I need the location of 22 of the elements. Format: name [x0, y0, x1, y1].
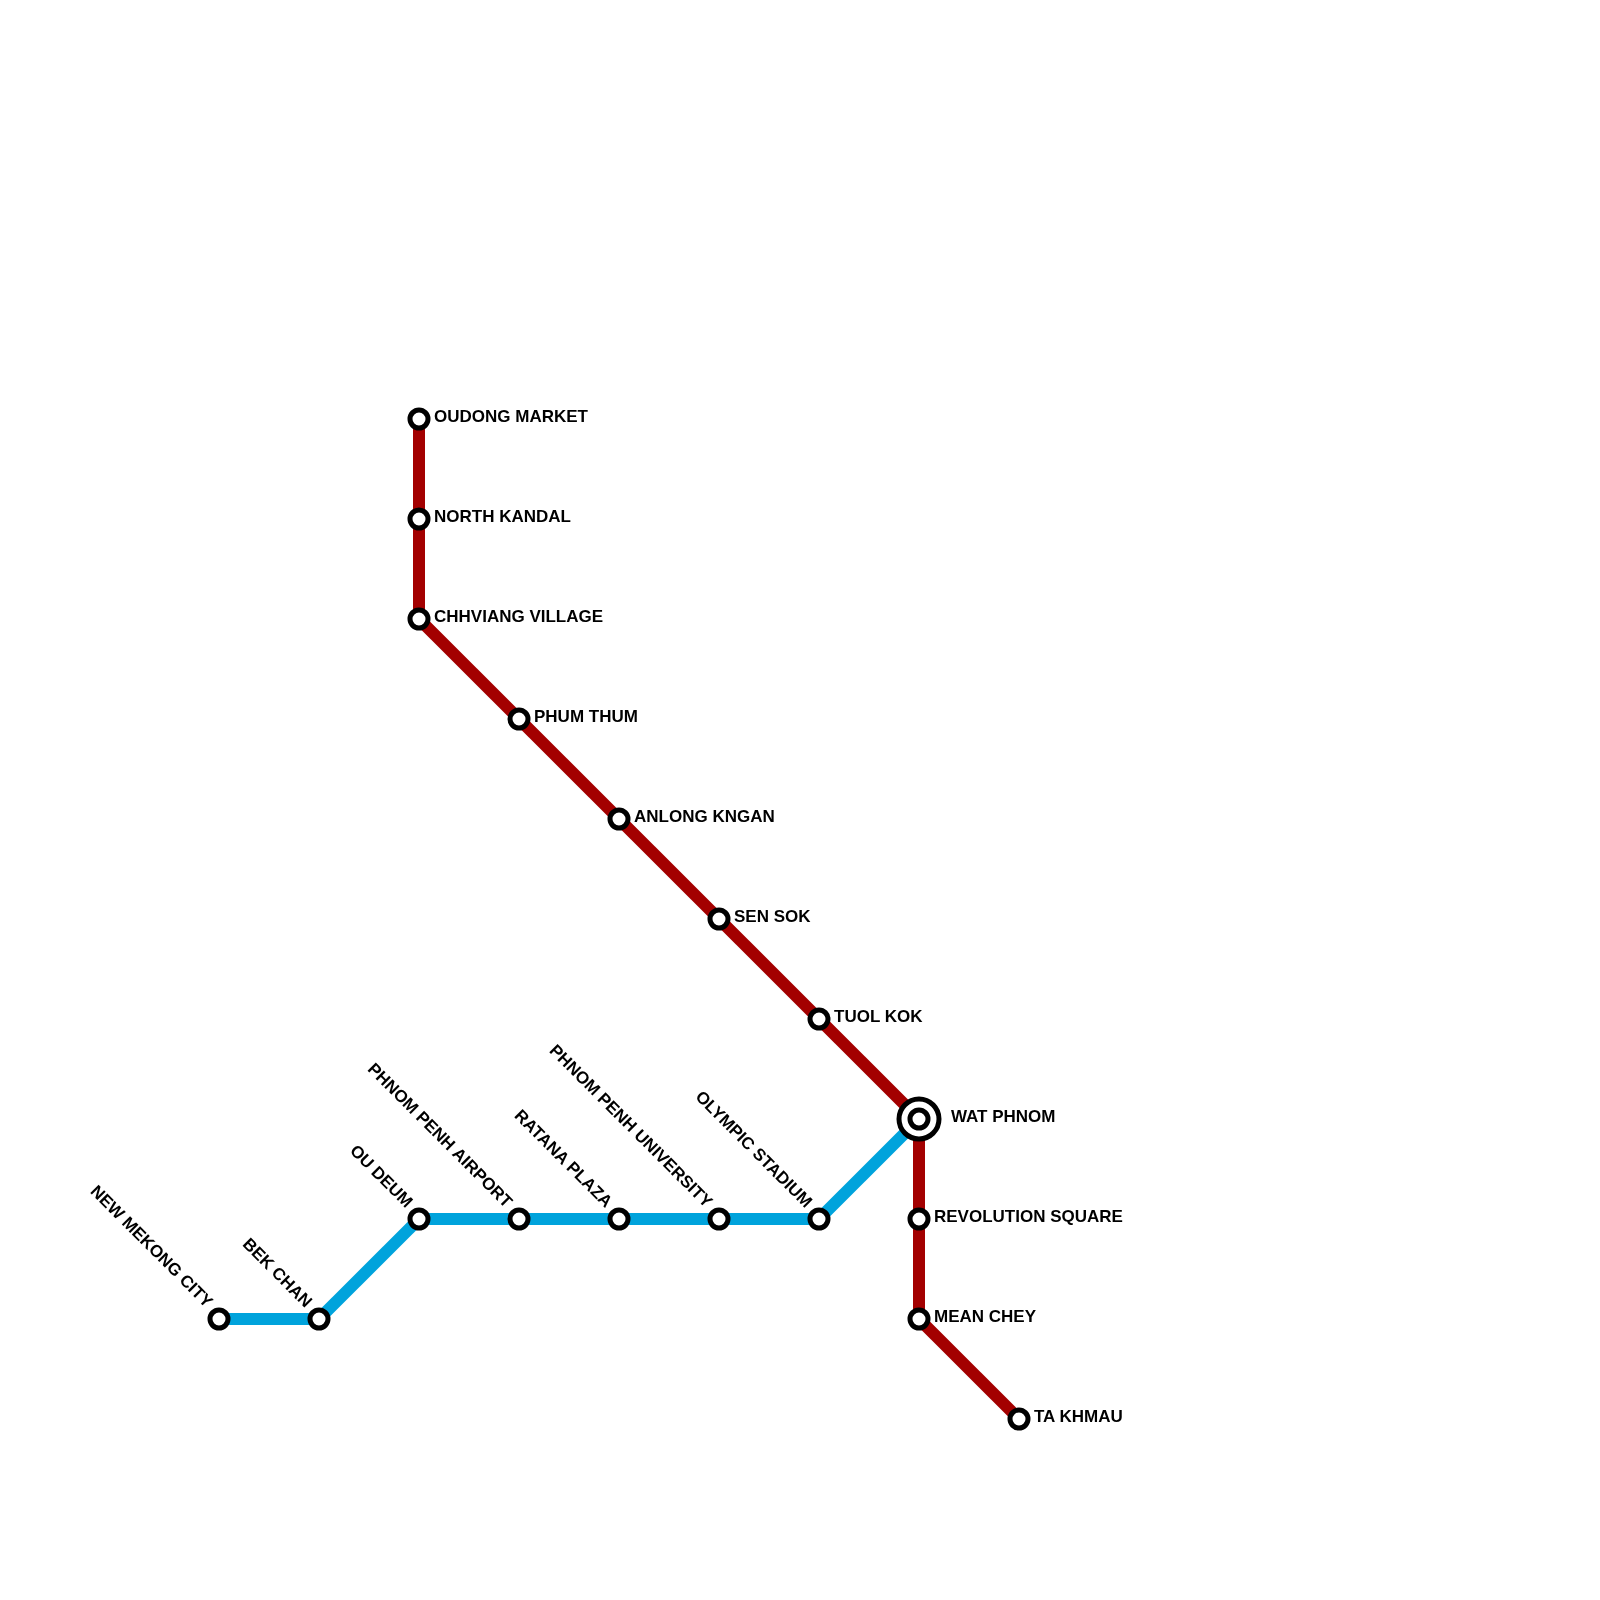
rail-line — [819, 1019, 911, 1111]
rail-line — [719, 919, 819, 1019]
station-label: PHUM THUM — [534, 707, 638, 727]
rail-line — [319, 1219, 419, 1319]
rail-line — [919, 1319, 1019, 1419]
rail-line — [913, 1226, 925, 1312]
rail-line — [413, 526, 425, 612]
station-label: TUOL KOK — [834, 1007, 923, 1027]
station-label: OUDONG MARKET — [434, 407, 588, 427]
station-label: MEAN CHEY — [934, 1307, 1036, 1327]
station-label: TA KHMAU — [1034, 1407, 1123, 1427]
rail-line — [519, 719, 619, 819]
rail-line — [413, 426, 425, 512]
station-label: REVOLUTION SQUARE — [934, 1207, 1123, 1227]
station-label: ANLONG KNGAN — [634, 807, 775, 827]
station-label: SEN SOK — [734, 907, 811, 927]
rail-line — [419, 619, 519, 719]
station-label: WAT PHNOM — [951, 1107, 1056, 1127]
rail-line — [619, 819, 719, 919]
station-label: NORTH KANDAL — [434, 507, 571, 527]
rail-line — [819, 1127, 911, 1219]
station-label: CHHVIANG VILLAGE — [434, 607, 604, 627]
